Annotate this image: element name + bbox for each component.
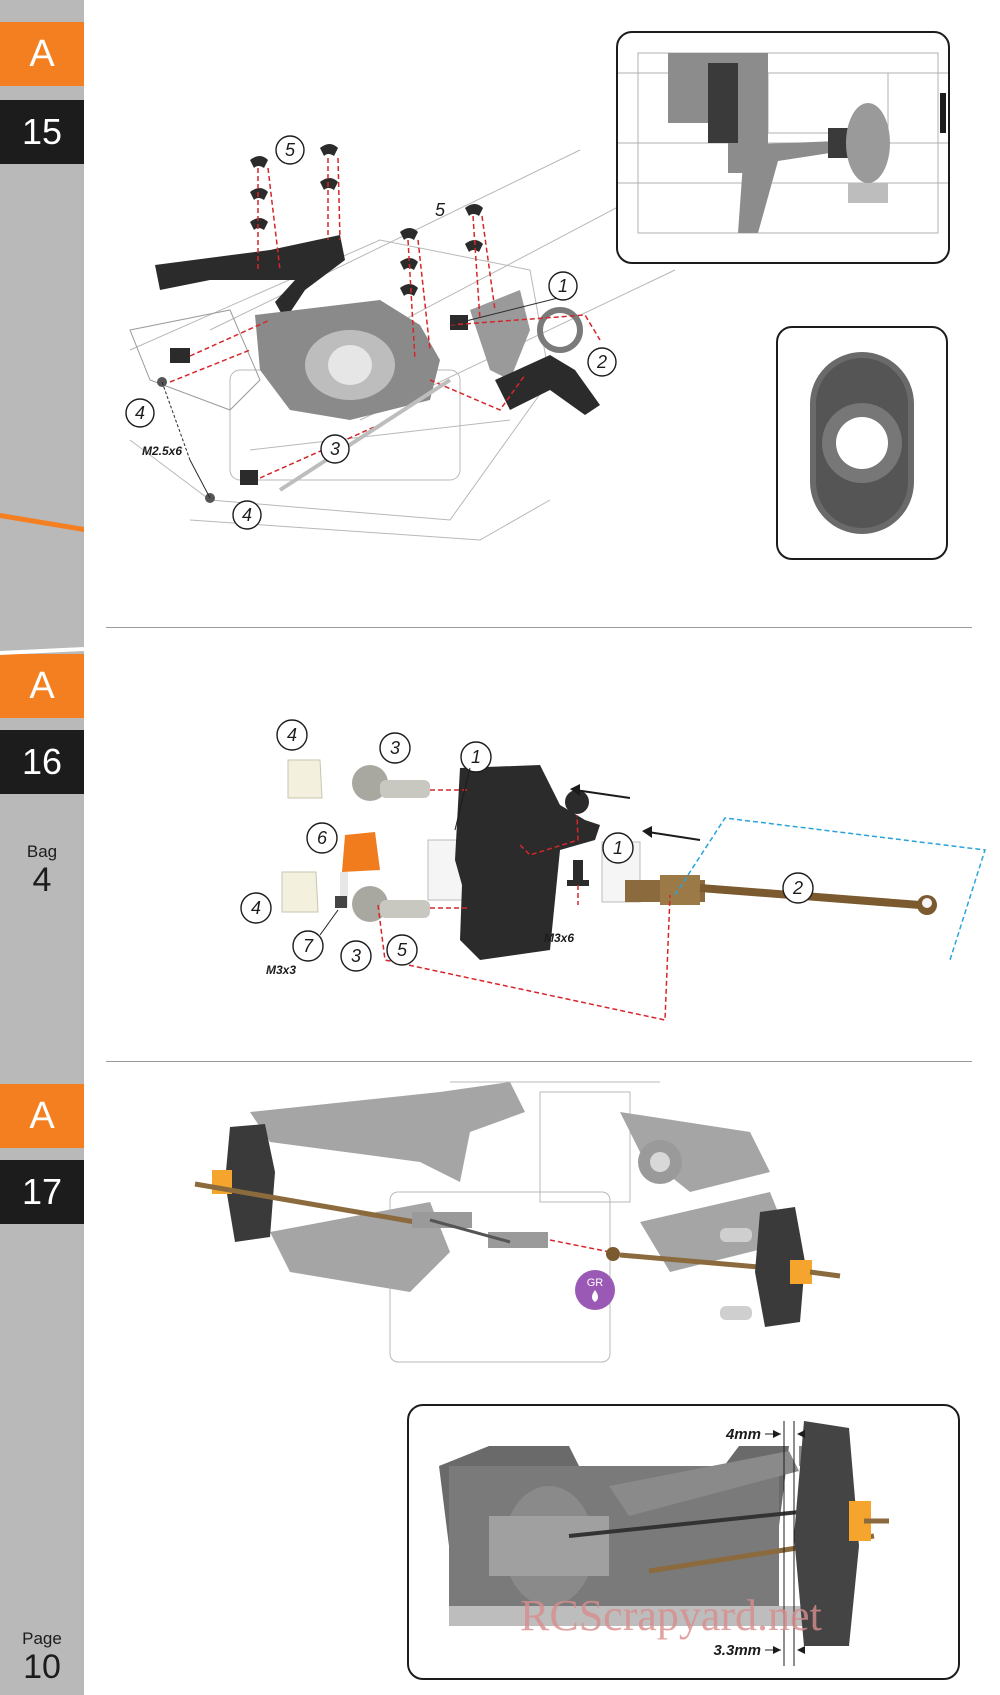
page-number: 10: [23, 1648, 61, 1686]
page-label: Page: [22, 1629, 62, 1648]
bag-indicator: Bag 4: [0, 842, 84, 898]
step-17-number: 17: [0, 1160, 84, 1224]
step-16-callout-3b: 3: [351, 946, 361, 966]
sidebar-divider: [0, 647, 84, 655]
step-16-callout-1a: 1: [471, 747, 481, 767]
step-16-callout-1b: 1: [613, 838, 623, 858]
bag-label: Bag: [26, 842, 58, 861]
step-15-number: 15: [0, 100, 84, 164]
step-16-callout-4a: 4: [287, 725, 297, 745]
page-indicator: Page 10: [0, 1629, 84, 1685]
sidebar-accent-stripe: [0, 513, 84, 532]
bag-number: 4: [32, 861, 52, 899]
watermark: RCScrapyard.net: [520, 1591, 822, 1640]
step-15-callout-3: 3: [330, 439, 340, 459]
step-16-number: 16: [0, 730, 84, 794]
step-15-callout-4a: 4: [135, 403, 145, 423]
dimension-4mm: 4mm: [725, 1426, 761, 1443]
step-16-screw-m3x6: M3x6: [544, 931, 574, 945]
step-17-inset-detail: 4mm 3.3mm: [407, 1404, 960, 1680]
step-16-callout-7: 7: [303, 936, 314, 956]
step-15-label-5: 5: [435, 200, 446, 220]
step-15-callout-5: 5: [285, 140, 296, 160]
step-15-inset-spacer: [776, 326, 948, 560]
section-divider-1: [106, 627, 972, 628]
step-17-diagram: GR: [194, 1081, 841, 1363]
step-15-screw-label: M2.5x6: [142, 444, 182, 458]
step-15-diagram: 5 5 1 2 3 4 4 M2.5x6: [125, 135, 676, 541]
step-16-section: A: [0, 654, 84, 718]
step-16-screw-m3x3: M3x3: [266, 963, 296, 977]
step-17-section: A: [0, 1084, 84, 1148]
section-divider-2: [106, 1061, 972, 1062]
grease-badge-label: GR: [587, 1277, 604, 1289]
step-16-callout-4b: 4: [251, 898, 261, 918]
step-16-diagram: 4 3 1 6 1 2 4 7 3 5 M3x6 M3x3: [240, 719, 986, 1021]
step-15-callout-4b: 4: [242, 505, 252, 525]
step-16-callout-6: 6: [317, 828, 328, 848]
dimension-3-3mm: 3.3mm: [713, 1642, 761, 1659]
step-15-callout-1: 1: [558, 276, 568, 296]
sidebar: A 15 A 16 Bag 4 A 17 Page 10: [0, 0, 84, 1695]
step-16-callout-5: 5: [397, 940, 408, 960]
step-16-callout-2: 2: [792, 878, 803, 898]
step-16-callout-3a: 3: [390, 738, 400, 758]
grease-drop-icon: [592, 1290, 598, 1302]
step-15-section: A: [0, 22, 84, 86]
step-15-callout-2: 2: [596, 352, 607, 372]
step-15-inset-assembled: [616, 31, 950, 264]
